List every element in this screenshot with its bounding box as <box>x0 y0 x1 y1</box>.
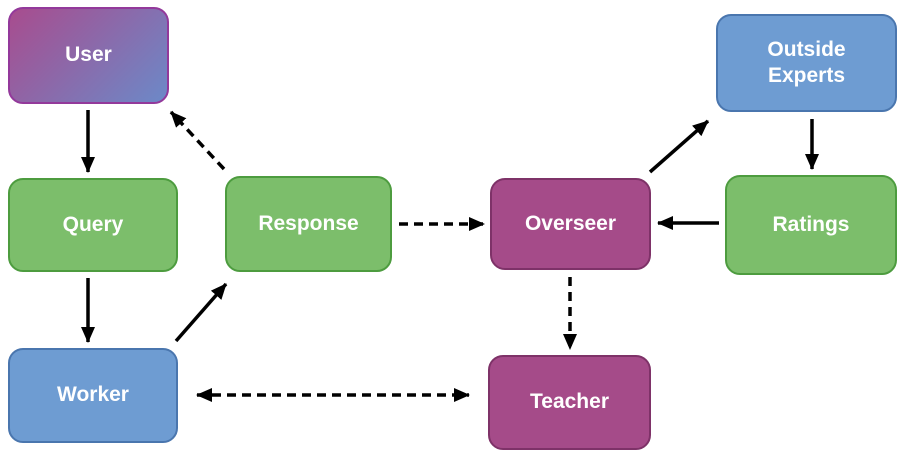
node-ratings: Ratings <box>725 175 897 275</box>
node-outside-experts-label: Outside Experts <box>767 37 846 87</box>
node-worker-label: Worker <box>57 383 129 407</box>
node-user: User <box>8 7 169 104</box>
node-outside-experts: Outside Experts <box>716 14 897 112</box>
node-query-label: Query <box>62 212 124 236</box>
node-overseer-label: Overseer <box>524 211 617 235</box>
arrow-overseer-to-outside-experts <box>648 119 710 174</box>
node-response-label: Response <box>258 211 359 235</box>
node-user-label: User <box>65 43 112 67</box>
node-teacher-label: Teacher <box>530 390 609 414</box>
arrow-worker-to-response <box>174 282 228 343</box>
node-overseer: Overseer <box>490 178 651 270</box>
arrow-response-to-user <box>169 110 226 171</box>
node-response: Response <box>225 176 392 272</box>
node-query: Query <box>8 178 178 272</box>
node-ratings-label: Ratings <box>772 212 850 236</box>
node-teacher: Teacher <box>488 355 651 450</box>
node-worker: Worker <box>8 348 178 443</box>
